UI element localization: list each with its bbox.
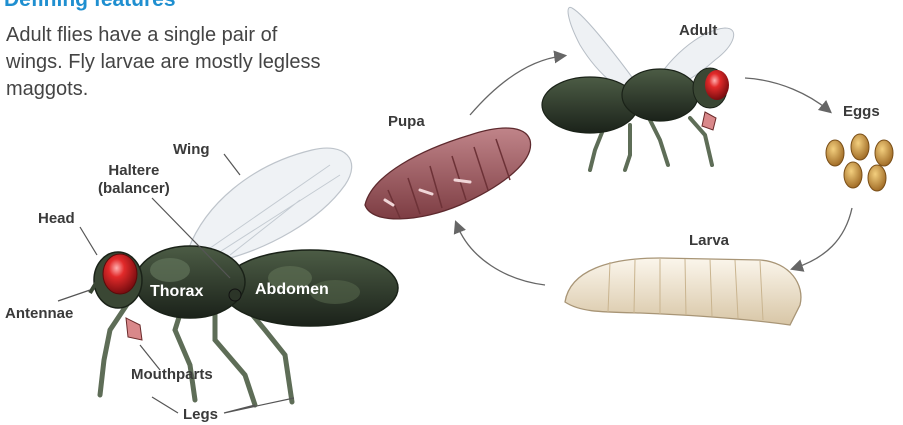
legs-leader [152, 397, 294, 413]
antennae-leader [58, 290, 90, 301]
wing-label: Wing [173, 141, 210, 159]
stage-label-pupa: Pupa [388, 113, 425, 131]
pupa-shape [365, 128, 531, 219]
wing-leader [224, 154, 240, 175]
mouthparts-label: Mouthparts [131, 366, 213, 384]
wing-shape [188, 148, 352, 262]
legs-label: Legs [183, 406, 218, 424]
abdomen-label: Abdomen [255, 281, 329, 299]
stage-label-eggs: Eggs [843, 103, 880, 121]
arrow-eggs-to-larva [795, 208, 852, 268]
arrow-adult-to-eggs [745, 78, 828, 110]
thorax-shape [135, 246, 245, 318]
eye-shape [103, 254, 137, 294]
head-label: Head [38, 210, 75, 228]
stage-label-adult: Adult [679, 22, 717, 40]
eggs-cluster [826, 134, 893, 191]
leg-shape [100, 300, 130, 395]
antennae-label: Antennae [5, 305, 73, 323]
stage-label-larva: Larva [689, 232, 729, 250]
haltere-shape [229, 289, 241, 301]
arrow-larva-to-pupa [457, 225, 545, 285]
head-leader [80, 227, 97, 255]
larva-shape [565, 258, 801, 325]
thorax-label: Thorax [150, 283, 203, 301]
haltere-label: Haltere (balancer) [98, 162, 170, 198]
mouthparts-shape [126, 318, 142, 340]
